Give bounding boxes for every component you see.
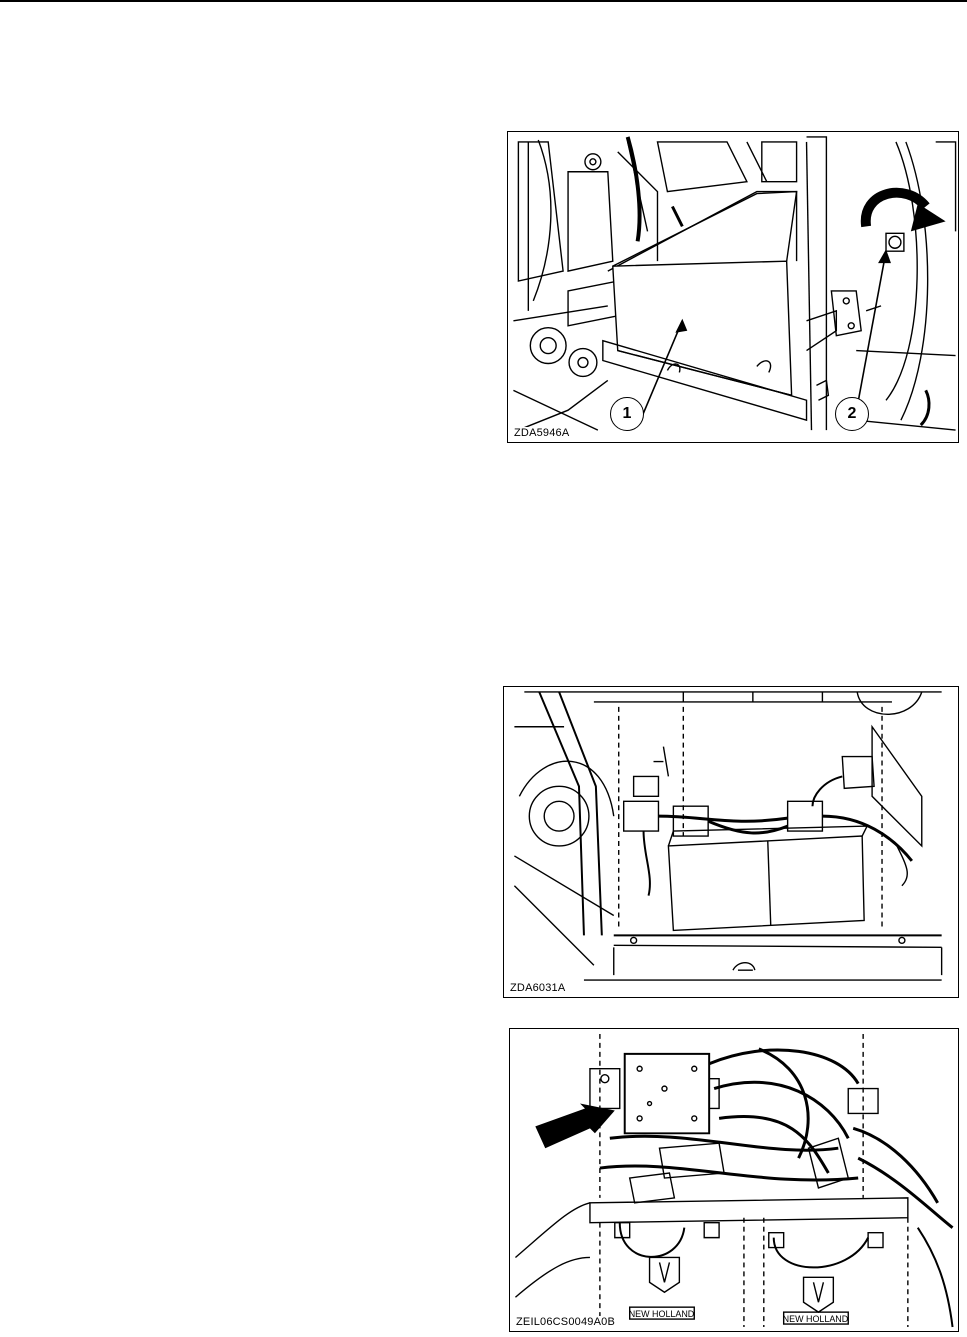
callout-1: 1 xyxy=(610,397,644,431)
battery-plate-right: NEW HOLLAND xyxy=(783,1314,849,1324)
battery-cover-illustration xyxy=(508,132,958,442)
figure-battery-cover: 1 2 ZDA5946A xyxy=(507,131,959,443)
figure-id-label: ZEIL06CS0049A0B xyxy=(514,1316,617,1328)
battery-terminals-illustration xyxy=(504,687,958,997)
relay-module-illustration: NEW HOLLAND NEW HOLLAND xyxy=(510,1029,958,1331)
figure-relay-module: NEW HOLLAND NEW HOLLAND ZEIL06CS0049A0B xyxy=(509,1028,959,1332)
battery-plate-left: NEW HOLLAND xyxy=(629,1309,695,1319)
page-top-rule xyxy=(0,0,967,2)
callout-2: 2 xyxy=(835,397,869,431)
figure-battery-terminals: ZDA6031A xyxy=(503,686,959,998)
figure-id-label: ZDA6031A xyxy=(508,982,567,994)
figure-id-label: ZDA5946A xyxy=(512,427,571,439)
